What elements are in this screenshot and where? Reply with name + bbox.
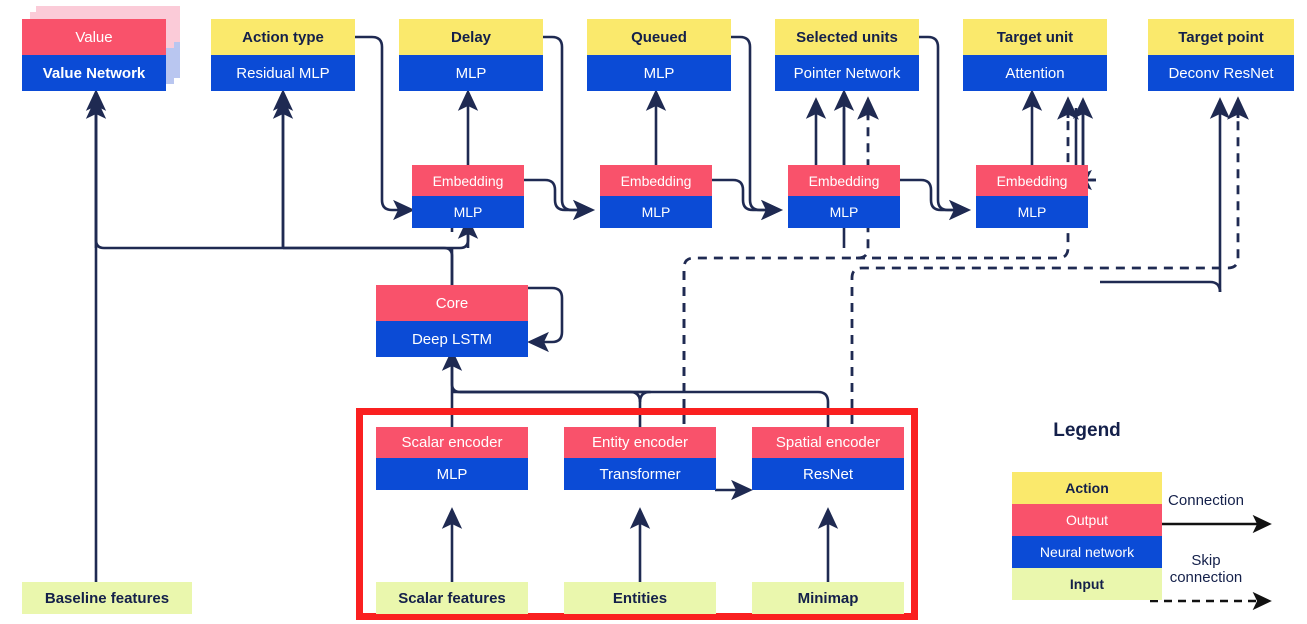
module-target-unit-network: Attention (963, 55, 1107, 91)
legend-swatch-input: Input (1012, 568, 1162, 600)
module-scalar-encoder-network: MLP (376, 458, 528, 490)
module-embedding-2-output: Embedding (600, 165, 712, 196)
legend-swatch-action: Action (1012, 472, 1162, 504)
module-entity-encoder-output: Entity encoder (564, 427, 716, 458)
module-entity-encoder-network: Transformer (564, 458, 716, 490)
module-action-type-network: Residual MLP (211, 55, 355, 91)
legend-swatch-output: Output (1012, 504, 1162, 536)
module-scalar-encoder[interactable]: Scalar encoder MLP (376, 427, 528, 490)
encoder-highlight-box (356, 408, 918, 620)
input-entities[interactable]: Entities (564, 582, 716, 614)
module-embedding-1-output: Embedding (412, 165, 524, 196)
input-baseline-features[interactable]: Baseline features (22, 582, 192, 614)
module-core-output: Core (376, 285, 528, 321)
module-target-point-action: Target point (1148, 19, 1294, 55)
module-action-type-action: Action type (211, 19, 355, 55)
module-selected-units[interactable]: Selected units Pointer Network (775, 19, 919, 91)
input-scalar-features[interactable]: Scalar features (376, 582, 528, 614)
module-embedding-1-network: MLP (412, 196, 524, 228)
module-embedding-4[interactable]: Embedding MLP (976, 165, 1088, 228)
module-selected-units-network: Pointer Network (775, 55, 919, 91)
module-delay[interactable]: Delay MLP (399, 19, 543, 91)
legend-swatch-stack: Action Output Neural network Input (1012, 472, 1162, 600)
module-embedding-4-network: MLP (976, 196, 1088, 228)
module-embedding-3-output: Embedding (788, 165, 900, 196)
module-spatial-encoder-output: Spatial encoder (752, 427, 904, 458)
module-embedding-2[interactable]: Embedding MLP (600, 165, 712, 228)
module-spatial-encoder[interactable]: Spatial encoder ResNet (752, 427, 904, 490)
module-entity-encoder[interactable]: Entity encoder Transformer (564, 427, 716, 490)
module-embedding-2-network: MLP (600, 196, 712, 228)
legend-title: Legend (1053, 420, 1121, 441)
module-delay-action: Delay (399, 19, 543, 55)
module-value-network: Value Network (22, 55, 166, 91)
legend-swatch-neural-network: Neural network (1012, 536, 1162, 568)
module-value-action: Value (22, 19, 166, 55)
module-selected-units-action: Selected units (775, 19, 919, 55)
module-queued-action: Queued (587, 19, 731, 55)
legend-connection-label: Connection (1168, 492, 1244, 509)
module-value[interactable]: Value Value Network (22, 19, 166, 91)
module-queued-network: MLP (587, 55, 731, 91)
module-embedding-4-output: Embedding (976, 165, 1088, 196)
module-target-unit[interactable]: Target unit Attention (963, 19, 1107, 91)
module-target-unit-action: Target unit (963, 19, 1107, 55)
module-action-type[interactable]: Action type Residual MLP (211, 19, 355, 91)
module-target-point-network: Deconv ResNet (1148, 55, 1294, 91)
module-embedding-3[interactable]: Embedding MLP (788, 165, 900, 228)
module-queued[interactable]: Queued MLP (587, 19, 731, 91)
input-minimap[interactable]: Minimap (752, 582, 904, 614)
module-embedding-1[interactable]: Embedding MLP (412, 165, 524, 228)
module-embedding-3-network: MLP (788, 196, 900, 228)
module-delay-network: MLP (399, 55, 543, 91)
module-spatial-encoder-network: ResNet (752, 458, 904, 490)
module-scalar-encoder-output: Scalar encoder (376, 427, 528, 458)
module-core-network: Deep LSTM (376, 321, 528, 357)
module-target-point[interactable]: Target point Deconv ResNet (1148, 19, 1294, 91)
module-core[interactable]: Core Deep LSTM (376, 285, 528, 357)
